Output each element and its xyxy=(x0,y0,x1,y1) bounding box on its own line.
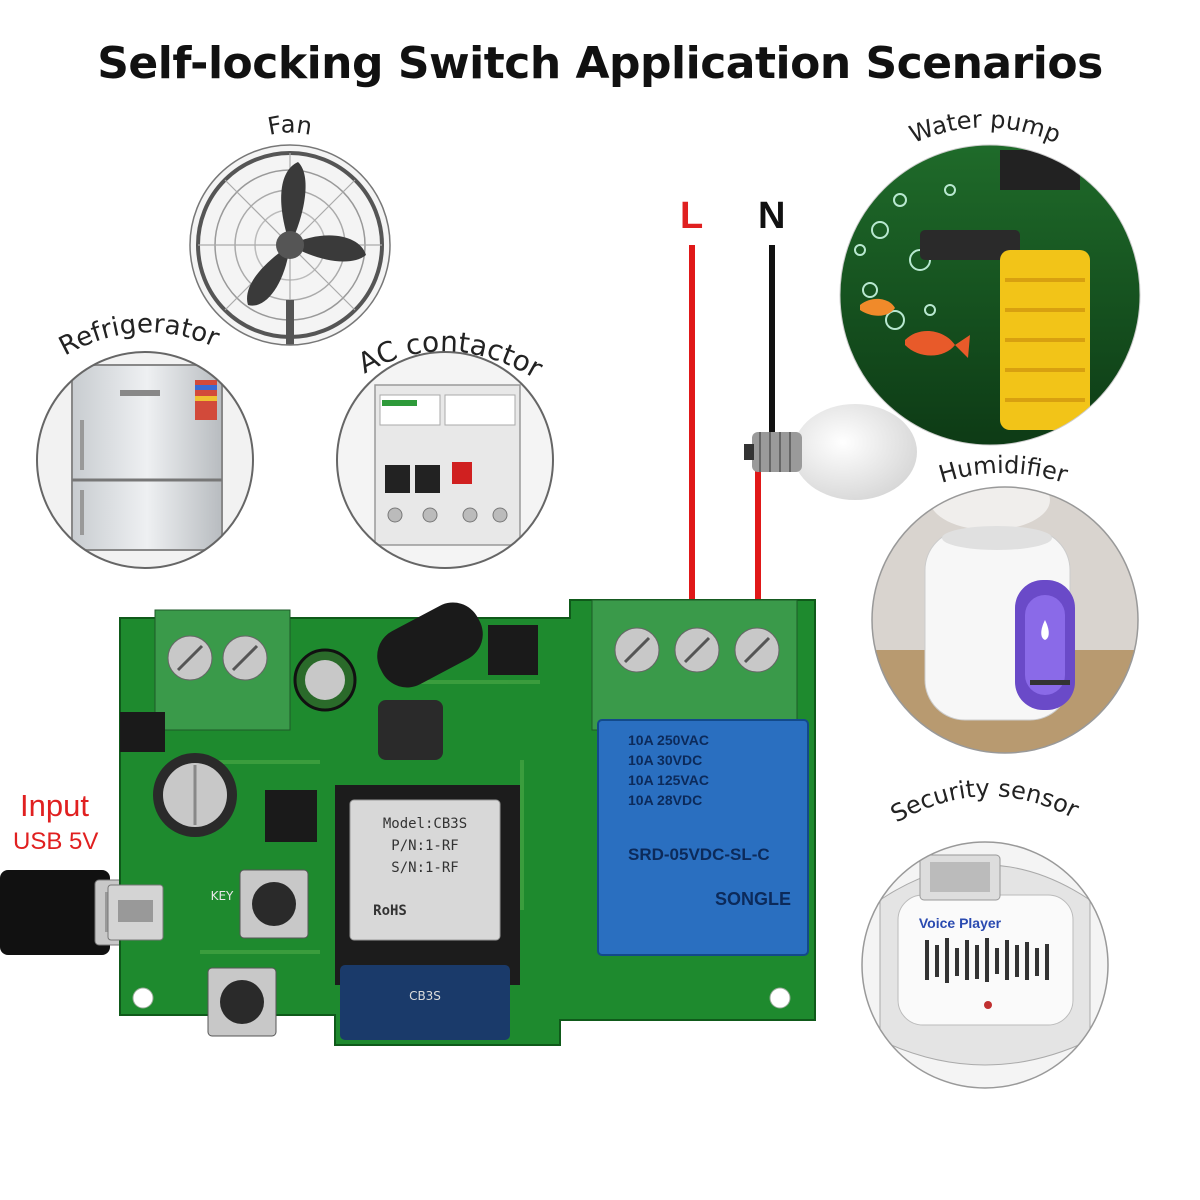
key-button[interactable] xyxy=(239,869,309,939)
neutral-wire-label: N xyxy=(758,195,786,237)
light-bulb-icon xyxy=(744,404,917,500)
module-pn: P/N:1-RF xyxy=(391,838,458,854)
fan-scenario xyxy=(189,144,391,346)
speaker-grille xyxy=(925,938,1049,983)
security-sensor-label: Security sensor xyxy=(886,774,1083,828)
usb-5v-label: USB 5V xyxy=(13,828,99,855)
refrigerator-scenario xyxy=(36,351,254,569)
wifi-module: Model:CB3S P/N:1-RF S/N:1-RF RoHS CB3S xyxy=(335,785,520,1040)
module-rohs: RoHS xyxy=(373,903,407,919)
voice-player-label: Voice Player xyxy=(919,915,1002,931)
input-terminal-block xyxy=(154,609,291,731)
input-label: Input xyxy=(20,788,89,823)
module-model: Model:CB3S xyxy=(383,816,467,832)
relay-model: SRD-05VDC-SL-C xyxy=(628,845,770,864)
output-terminal-block xyxy=(591,599,798,731)
relay-rating-1: 10A 250VAC xyxy=(628,732,709,748)
relay-board: Model:CB3S P/N:1-RF S/N:1-RF RoHS CB3S 1… xyxy=(107,599,816,1046)
relay-rating-3: 10A 125VAC xyxy=(628,772,709,788)
page-title: Self-locking Switch Application Scenario… xyxy=(97,38,1103,89)
module-silk-label: CB3S xyxy=(409,989,441,1003)
fan-blades xyxy=(247,162,366,306)
fan-label: Fan xyxy=(265,110,314,140)
relay: 10A 250VAC 10A 30VDC 10A 125VAC 10A 28VD… xyxy=(597,719,809,956)
water-pump-scenario xyxy=(839,144,1141,446)
relay-rating-2: 10A 30VDC xyxy=(628,752,702,768)
humidifier-label: Humidifier xyxy=(936,451,1071,489)
relay-brand: SONGLE xyxy=(715,889,791,909)
security-sensor-scenario: Voice Player xyxy=(861,841,1109,1089)
relay-rating-4: 10A 28VDC xyxy=(628,792,702,808)
reset-button[interactable] xyxy=(207,967,277,1037)
live-wire-label: L xyxy=(680,195,704,237)
wiring xyxy=(689,245,917,605)
humidifier-scenario xyxy=(871,486,1139,754)
module-sn: S/N:1-RF xyxy=(391,860,458,876)
key-label: KEY xyxy=(211,889,234,903)
ac-contactor-scenario xyxy=(336,351,554,569)
water-pump-label: Water pump xyxy=(905,105,1064,148)
micro-usb-port[interactable] xyxy=(107,884,164,941)
